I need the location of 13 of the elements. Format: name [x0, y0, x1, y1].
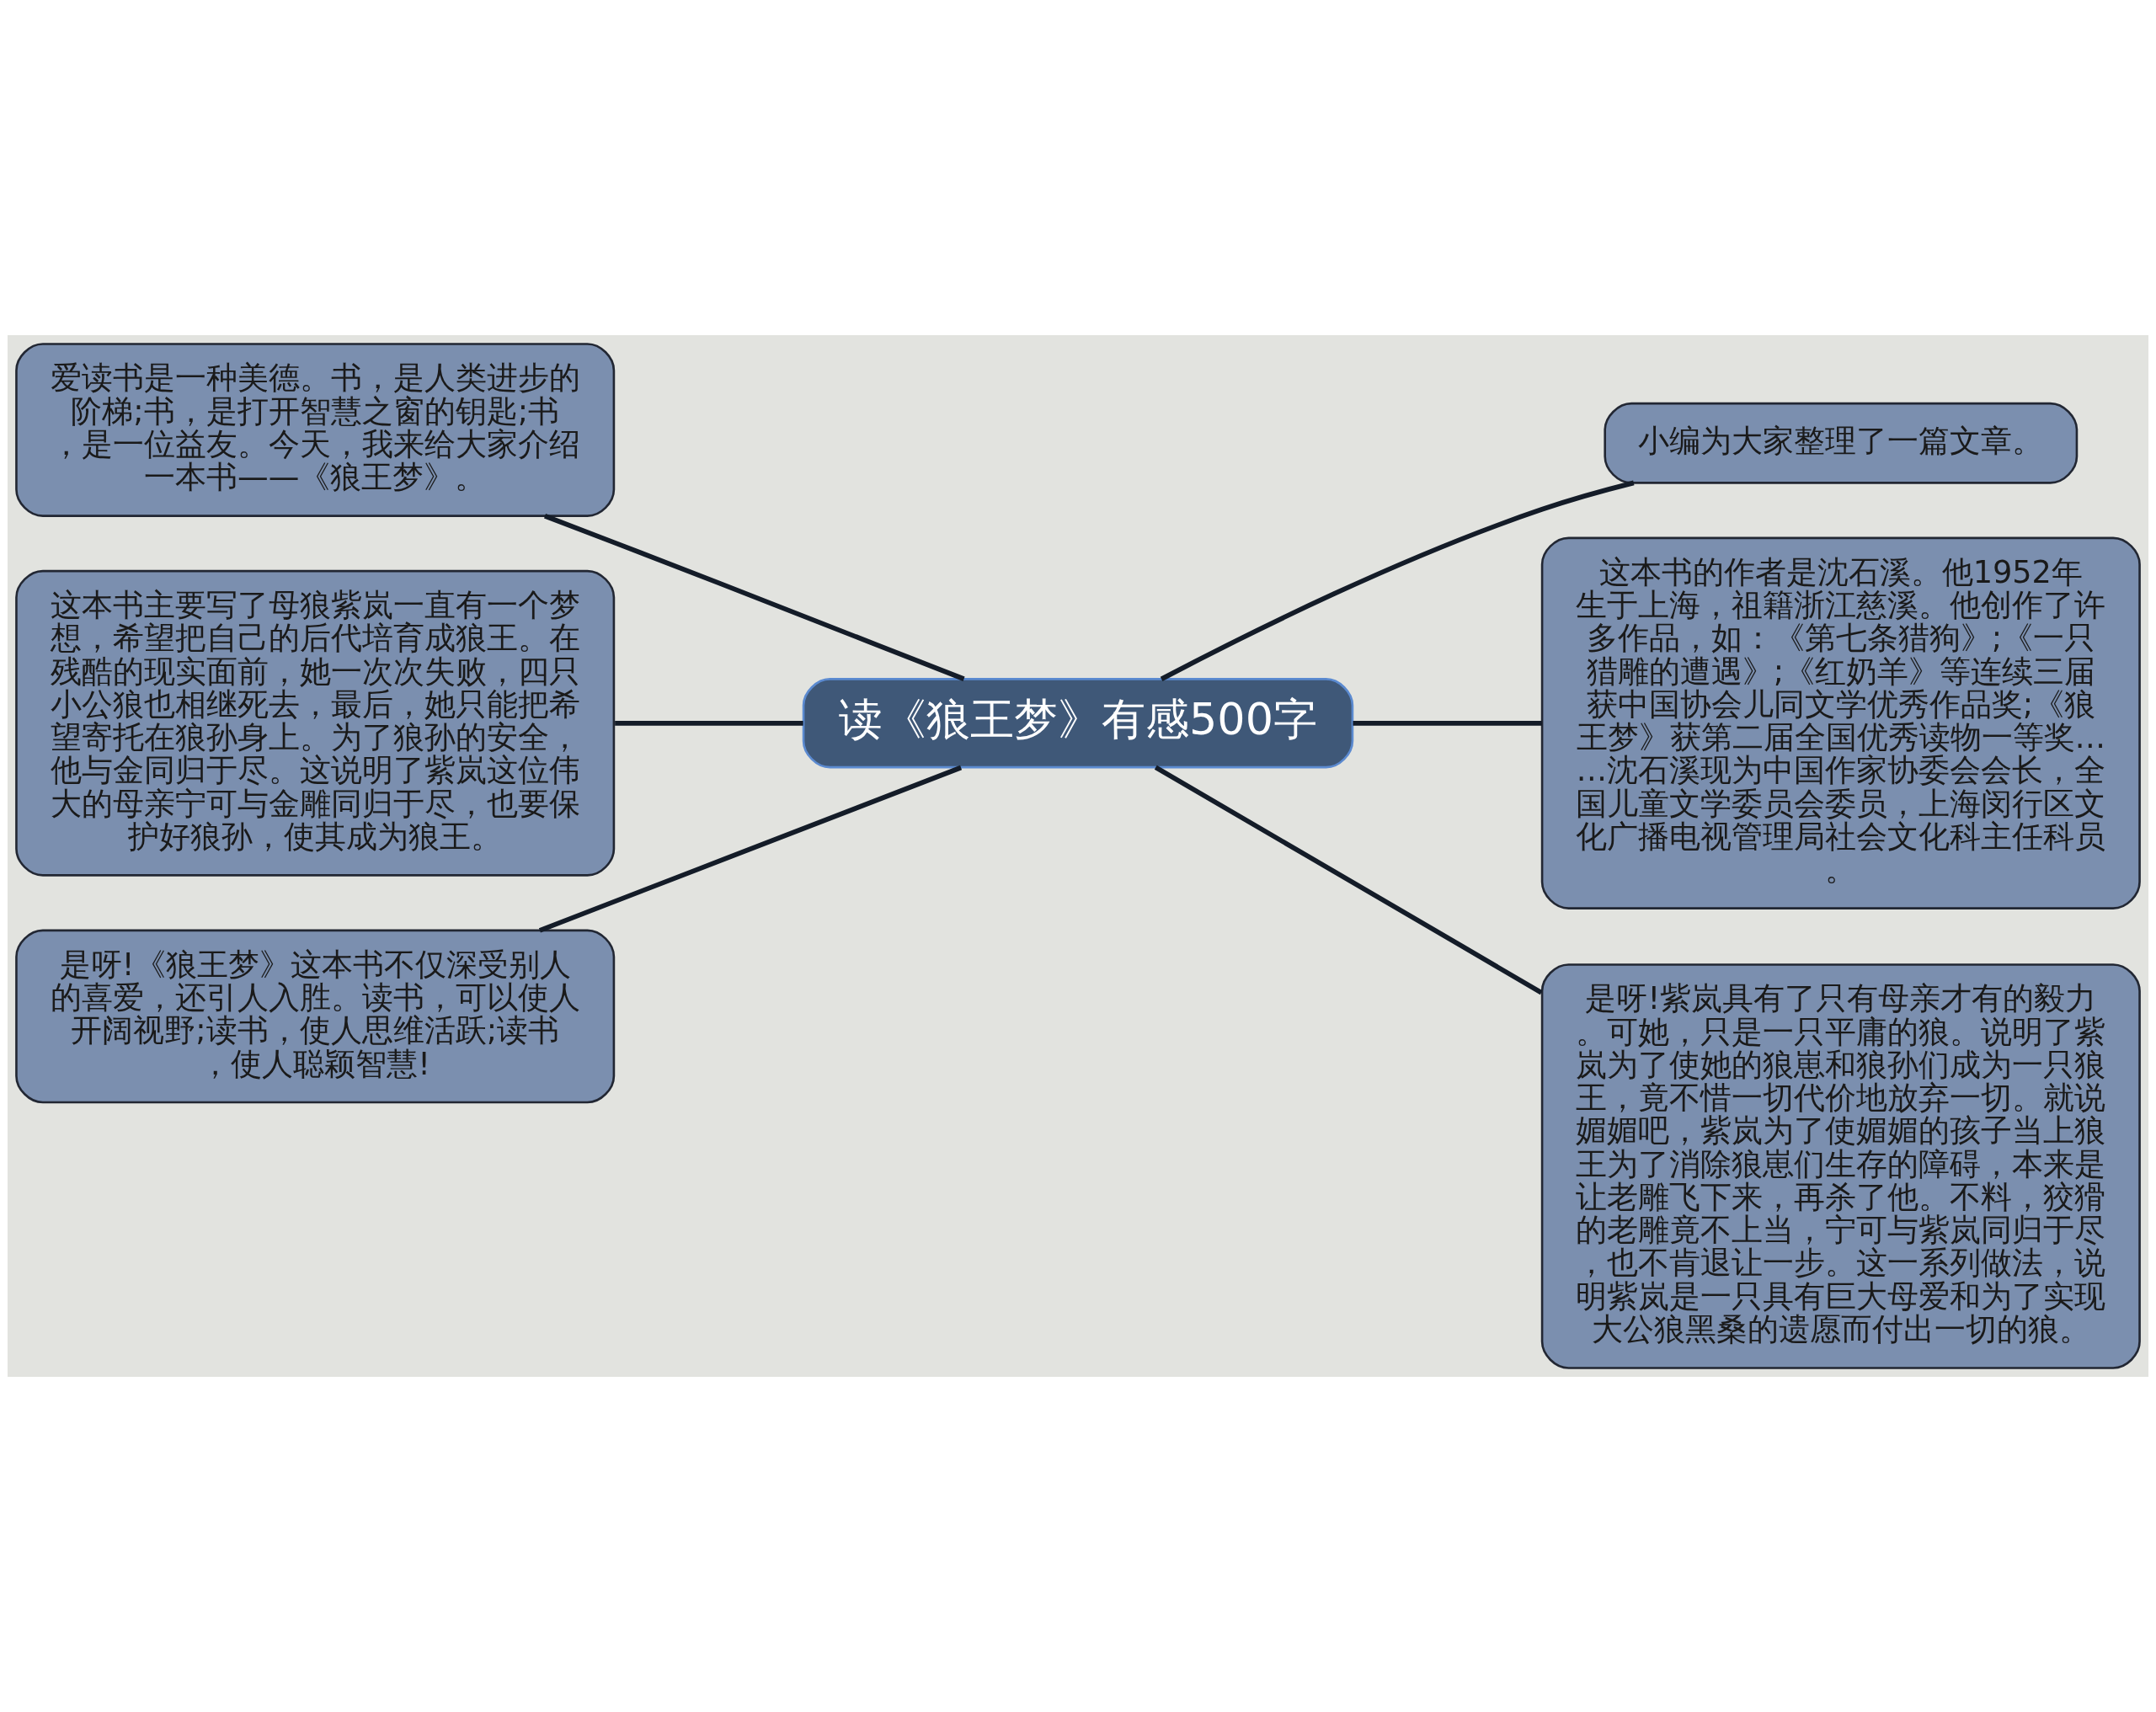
node-box: 读《狼王梦》有感500字	[802, 678, 1354, 769]
connector	[544, 514, 965, 681]
node-box: 小编为大家整理了一篇文章。	[1604, 402, 2079, 484]
node-box: 这本书的作者是沈石溪。他1952年生于上海，祖籍浙江慈溪。他创作了许多作品，如：《第七条猎狗》;《一只猎雕的遭遇》;《红奶羊》等连续三届获中国协会儿同文学优秀作品奖;《狼王梦》获第二届全国优秀读物一等奖……沈石溪现为中国作家协委会会长，全国儿童文学委员会委员，上海闵行区文化广播电视管理局社会文化科主任科员。	[1540, 536, 2141, 909]
connector	[1160, 480, 1635, 681]
node-box: 是呀!《狼王梦》这本书不仅深受别人的喜爱，还引人入胜。读书，可以使人开阔视野;读书，使人思维活跃;读书，使人聪颖智慧!	[15, 929, 616, 1104]
connector	[615, 720, 803, 726]
connector	[538, 765, 963, 933]
connector	[1154, 765, 1543, 995]
node-box: 爱读书是一种美德。书，是人类进步的阶梯;书，是打开智慧之窗的钥匙;书，是一位益友。今天，我来给大家介绍一本书——《狼王梦》。	[15, 343, 616, 517]
connector	[1353, 720, 1542, 726]
node-box: 是呀!紫岚具有了只有母亲才有的毅力。可她，只是一只平庸的狼。说明了紫岚为了使她的狼崽和狼孙们成为一只狼王，竟不惜一切代价地放弃一切。就说媚媚吧，紫岚为了使媚媚的孩子当上狼王为了消除狼崽们生存的障碍，本来是让老雕飞下来，再杀了他。不料，狡猾的老雕竟不上当，宁可与紫岚同归于尽，也不肯退让一步。这一系列做法，说明紫岚是一只具有巨大母爱和为了实现大公狼黑桑的遗愿而付出一切的狼。	[1540, 963, 2141, 1369]
node-box: 这本书主要写了母狼紫岚一直有一个梦想，希望把自己的后代培育成狼王。在残酷的现实面前，她一次次失败，四只小公狼也相继死去，最后，她只能把希望寄托在狼孙身上。为了狼孙的安全，他与金同归于尽。这说明了紫岚这位伟大的母亲宁可与金雕同归于尽，也要保护好狼孙，使其成为狼王。	[15, 569, 616, 877]
